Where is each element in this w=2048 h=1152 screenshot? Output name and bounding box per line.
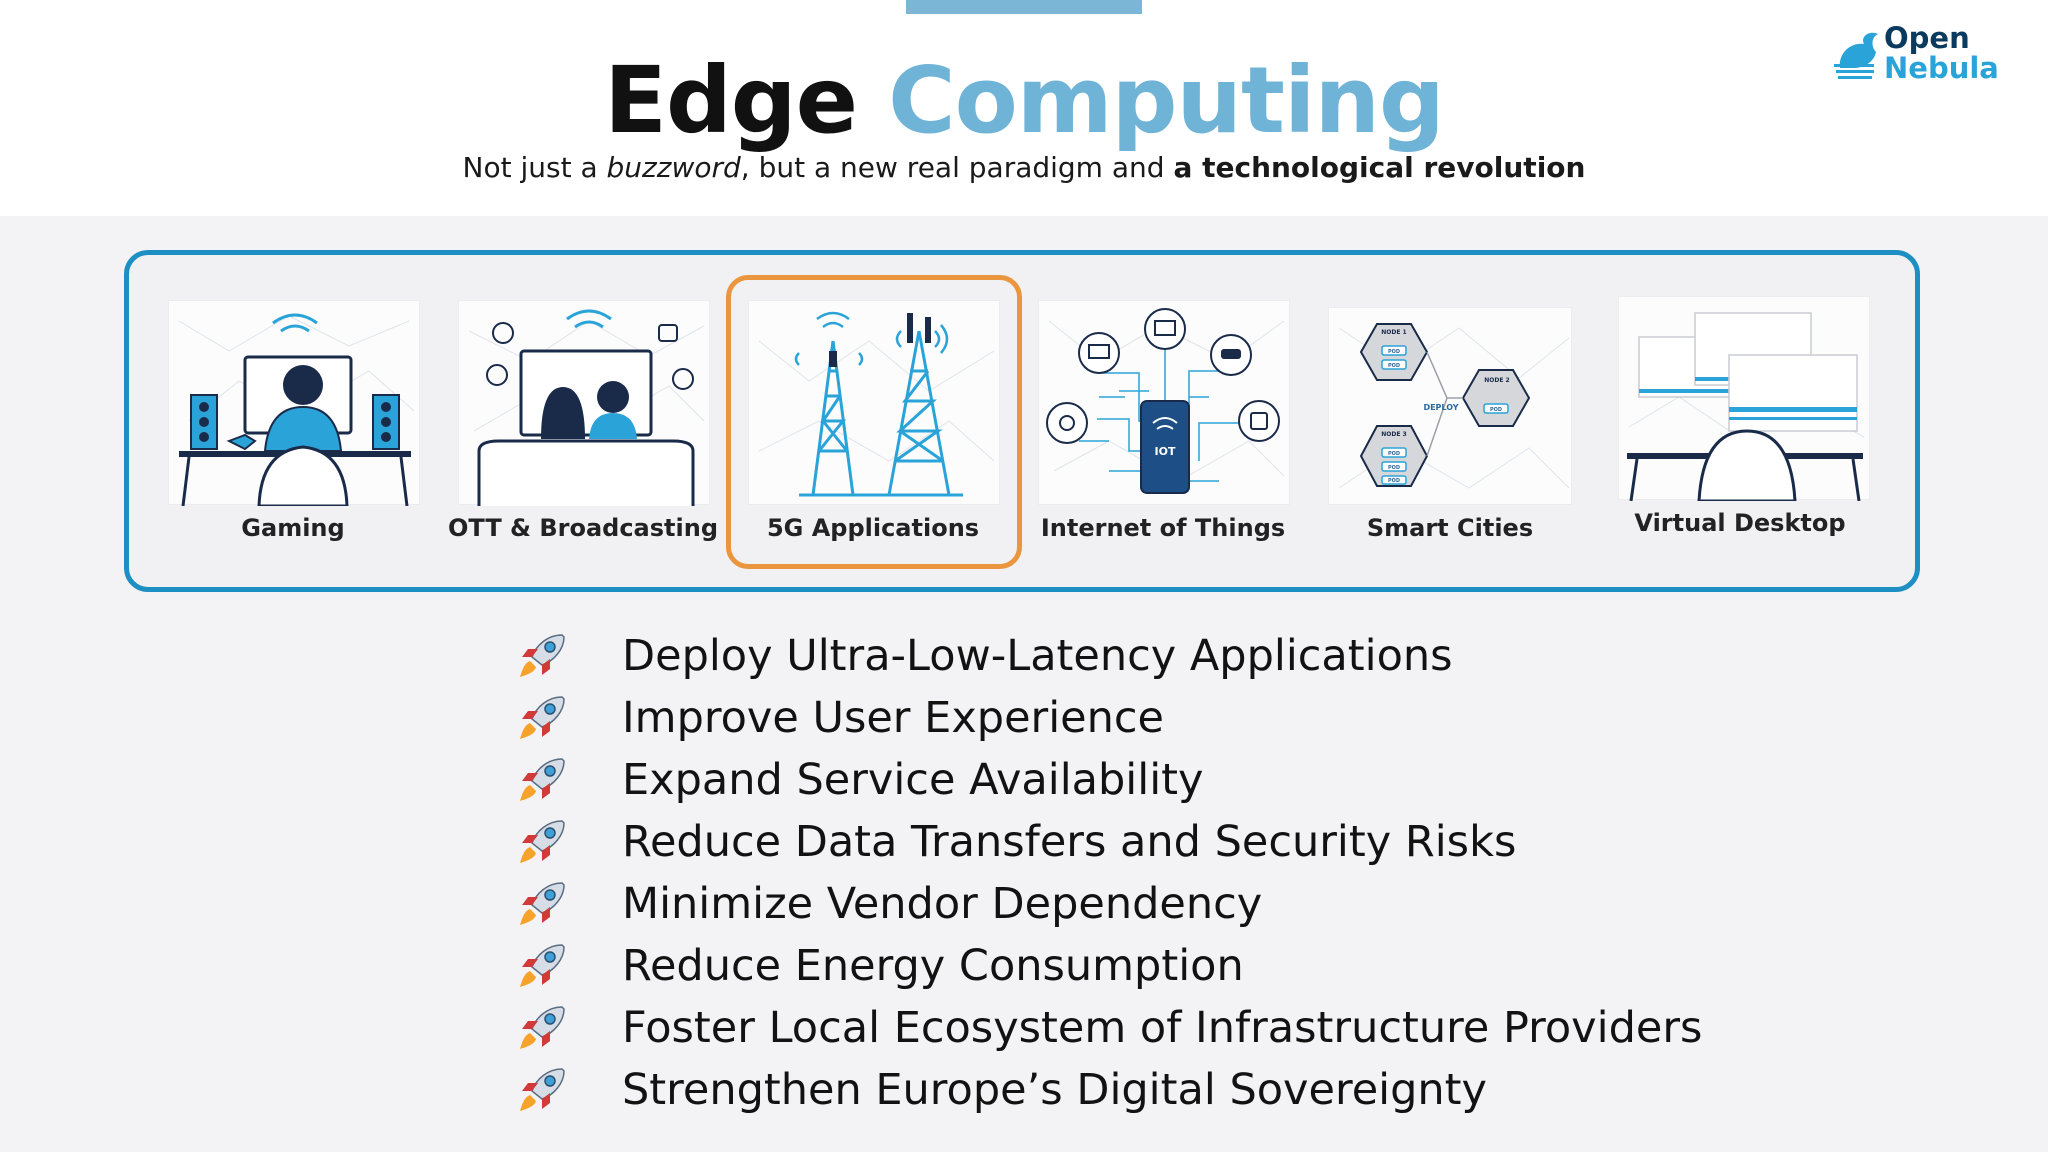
list-item: Reduce Data Transfers and Security Risks — [518, 811, 1818, 873]
use-case-label: 5G Applications — [766, 514, 980, 542]
pod-label: POD — [1388, 363, 1400, 369]
use-case-card-virtual-desktop — [1618, 296, 1870, 501]
rocket-icon — [520, 820, 565, 863]
node-label: NODE 3 — [1381, 431, 1406, 438]
use-case-card-broadcasting — [458, 300, 710, 506]
subtitle-part2: , but a new real paradigm and — [740, 151, 1174, 184]
use-case-label: Gaming — [241, 514, 345, 542]
benefit-text: Deploy Ultra-Low-Latency Applications — [622, 631, 1453, 681]
title-word-edge: Edge — [604, 47, 858, 154]
nebula-cloud-icon — [1834, 32, 1878, 79]
benefits-list: Deploy Ultra-Low-Latency Applications Im… — [518, 625, 1818, 1121]
list-item: Strengthen Europe’s Digital Sovereignty — [518, 1059, 1818, 1121]
benefit-text: Minimize Vendor Dependency — [622, 879, 1263, 929]
benefit-text: Expand Service Availability — [622, 755, 1204, 805]
page-subtitle: Not just a buzzword, but a new real para… — [0, 150, 2048, 186]
benefit-text: Reduce Data Transfers and Security Risks — [622, 817, 1517, 867]
list-item: Improve User Experience — [518, 687, 1818, 749]
list-item: Reduce Energy Consumption — [518, 935, 1818, 997]
use-case-card-smart-cities: NODE 1 NODE 2 NODE 3 DEPLOY POD POD POD … — [1328, 307, 1572, 505]
top-accent-bar — [906, 0, 1142, 14]
use-case-label: Smart Cities — [1366, 514, 1534, 542]
list-item: Expand Service Availability — [518, 749, 1818, 811]
benefit-text: Foster Local Ecosystem of Infrastructure… — [622, 1003, 1703, 1053]
pod-label: POD — [1388, 465, 1400, 471]
benefit-text: Improve User Experience — [622, 693, 1164, 743]
rocket-icon — [520, 944, 565, 987]
title-word-computing: Computing — [888, 47, 1445, 154]
rocket-icon — [520, 634, 565, 677]
broadcasting-illustration-icon — [468, 309, 705, 506]
node-label: NODE 2 — [1484, 377, 1509, 384]
subtitle-italic: buzzword — [606, 151, 741, 184]
logo-text-open: Open — [1884, 21, 1970, 55]
use-case-label: Virtual Desktop — [1634, 509, 1846, 537]
pod-label: POD — [1388, 451, 1400, 457]
list-item: Deploy Ultra-Low-Latency Applications — [518, 625, 1818, 687]
rocket-icon — [520, 882, 565, 925]
pod-label: POD — [1388, 349, 1400, 355]
node-label: NODE 1 — [1381, 329, 1406, 336]
rocket-icon — [520, 1068, 565, 1111]
gaming-illustration-icon — [178, 313, 415, 506]
header — [0, 0, 2048, 216]
use-case-label: OTT & Broadcasting — [448, 514, 718, 542]
list-item: Minimize Vendor Dependency — [518, 873, 1818, 935]
iot-device-label: IOT — [1155, 445, 1176, 458]
benefit-text: Reduce Energy Consumption — [622, 941, 1244, 991]
use-case-card-gaming — [168, 300, 420, 506]
rocket-icon — [520, 696, 565, 739]
highlight-frame-5g — [726, 275, 1022, 569]
page-title: Edge Computing — [0, 46, 2048, 156]
benefit-text: Strengthen Europe’s Digital Sovereignty — [622, 1065, 1487, 1115]
use-case-card-5g — [748, 300, 1000, 505]
opennebula-logo: Open Nebula — [1834, 22, 2024, 88]
5g-towers-illustration-icon — [758, 311, 995, 497]
pod-label: POD — [1490, 407, 1502, 413]
logo-text-nebula: Nebula — [1884, 51, 1999, 85]
rocket-icon — [520, 758, 565, 801]
virtual-desktop-illustration-icon — [1627, 312, 1865, 501]
subtitle-part1: Not just a — [462, 151, 607, 184]
pod-label: POD — [1388, 478, 1400, 484]
iot-illustration-icon: IOT — [1046, 308, 1285, 494]
smart-cities-illustration-icon: NODE 1 NODE 2 NODE 3 DEPLOY POD POD POD … — [1338, 323, 1570, 489]
use-case-label: Internet of Things — [1040, 514, 1286, 542]
subtitle-bold: a technological revolution — [1173, 151, 1586, 184]
deploy-label: DEPLOY — [1423, 403, 1458, 412]
use-case-card-iot: IOT — [1038, 300, 1290, 505]
rocket-icon — [520, 1006, 565, 1049]
list-item: Foster Local Ecosystem of Infrastructure… — [518, 997, 1818, 1059]
